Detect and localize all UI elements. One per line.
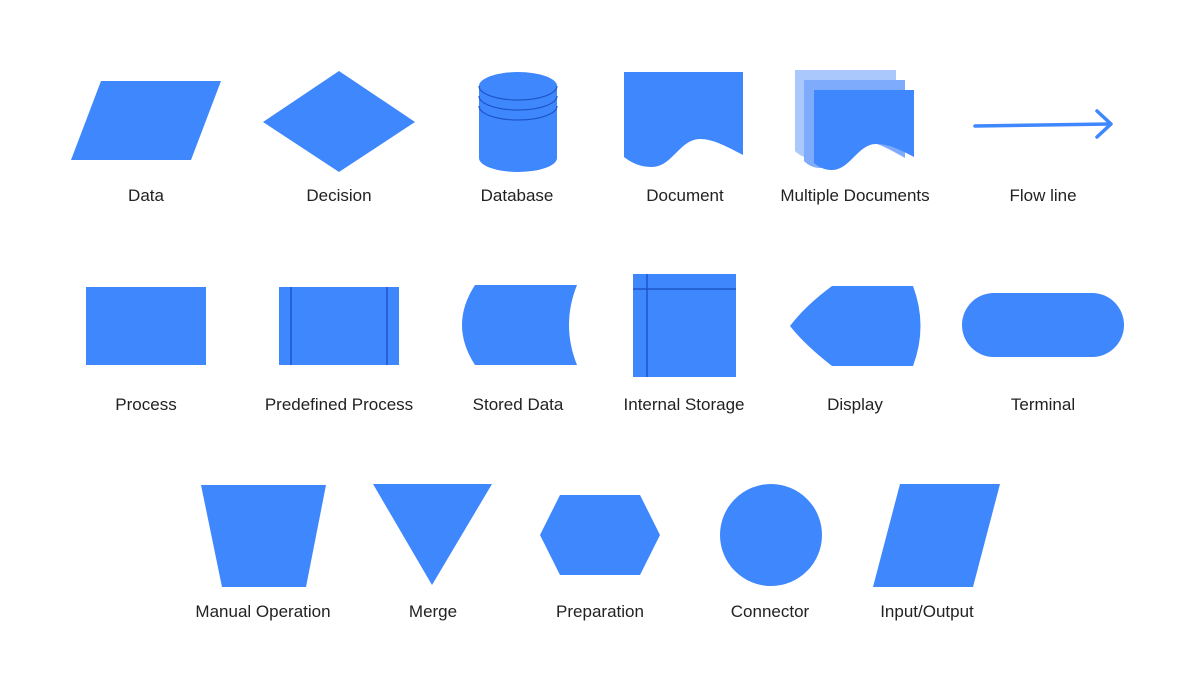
- label-database: Database: [480, 186, 554, 205]
- database-cylinder-icon: [478, 72, 558, 172]
- label-document: Document: [646, 186, 724, 205]
- label-merge: Merge: [408, 602, 458, 621]
- label-terminal: Terminal: [1010, 395, 1076, 414]
- label-connector: Connector: [730, 602, 810, 621]
- decision-diamond-icon: [263, 71, 415, 172]
- process-rectangle-icon: [86, 287, 206, 365]
- input-output-parallelogram-icon: [873, 484, 1000, 587]
- manual-operation-icon: [201, 485, 326, 587]
- document-icon: [624, 72, 743, 167]
- label-manual-operation: Manual Operation: [195, 602, 331, 621]
- internal-storage-icon: [633, 274, 736, 377]
- connector-circle-icon: [720, 484, 822, 586]
- label-multiple-documents: Multiple Documents: [780, 186, 930, 205]
- predefined-process-icon: [279, 287, 399, 365]
- preparation-hexagon-icon: [540, 495, 660, 575]
- label-display: Display: [827, 395, 883, 414]
- label-data: Data: [128, 186, 164, 205]
- terminal-icon: [962, 293, 1124, 357]
- label-input-output: Input/Output: [880, 602, 974, 621]
- merge-triangle-icon: [373, 484, 492, 585]
- stored-data-icon: [462, 285, 577, 365]
- label-process: Process: [115, 395, 177, 414]
- label-decision: Decision: [306, 186, 372, 205]
- label-predefined-process: Predefined Process: [264, 395, 414, 414]
- display-icon: [790, 286, 921, 366]
- label-stored-data: Stored Data: [472, 395, 564, 414]
- label-preparation: Preparation: [556, 602, 644, 621]
- data-parallelogram-icon: [71, 81, 221, 160]
- label-flow-line: Flow line: [1009, 186, 1077, 205]
- label-internal-storage: Internal Storage: [623, 395, 745, 414]
- flow-line-arrow-icon: [973, 109, 1113, 139]
- multiple-documents-icon: [795, 70, 914, 170]
